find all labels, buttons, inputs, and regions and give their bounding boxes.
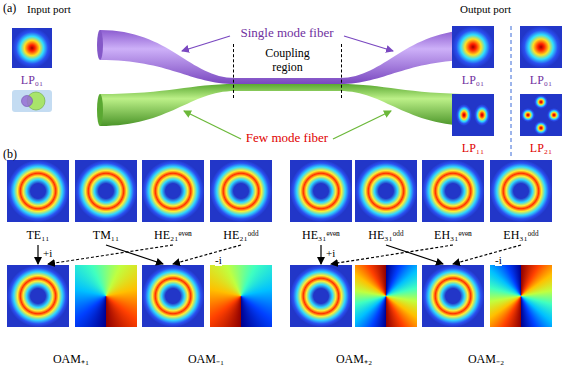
node-text: EH₃₁ᵒᵈᵈ: [503, 229, 538, 243]
panel-label: (a): [3, 2, 16, 16]
fiber-end: [97, 30, 103, 60]
mode-image: [210, 160, 272, 222]
mode-image: [452, 26, 494, 68]
connector-arrow: [331, 245, 453, 264]
connector-arrow: [37, 245, 38, 264]
node-text: HE₂₁ᵒᵈᵈ: [223, 229, 258, 243]
oam-intensity: [290, 265, 352, 327]
mode-node: HE₂₁ᵉᵛᵉⁿ: [142, 160, 204, 243]
phase-map: [210, 265, 272, 327]
port-label: Output port: [460, 3, 511, 16]
connector-arrow: [48, 245, 173, 264]
mode-image: [452, 94, 494, 136]
node-text: LP₀₁: [530, 74, 552, 88]
mode-lobe: [534, 95, 548, 109]
node-text: OAM₋₂: [468, 353, 504, 367]
node-text: HE₂₁ᵉᵛᵉⁿ: [154, 229, 192, 243]
divider-line: [511, 26, 512, 156]
mode-node: HE₃₁ᵉᵛᵉⁿ: [290, 160, 352, 243]
mode-node: LP₂₁: [520, 94, 562, 156]
oam-intensity: [422, 265, 484, 327]
mode-image: [520, 94, 562, 136]
connector-arrow: [173, 245, 241, 264]
oam-intensity: [7, 265, 69, 327]
fiber-label: Single mode fiber: [240, 26, 333, 41]
mode-image: [142, 160, 204, 222]
few-mode-fiber: [100, 84, 475, 126]
node-text: Coupling region: [256, 47, 320, 75]
connector-arrow: [386, 245, 443, 264]
mode-lobe: [474, 104, 490, 126]
mode-lobe: [456, 104, 472, 126]
edge-label: +i: [326, 248, 335, 259]
port-label: Input port: [27, 3, 71, 16]
mode-lobe: [534, 121, 548, 135]
mode-node: LP₀₁: [452, 26, 494, 88]
mode-node: LP₀₁: [12, 28, 52, 88]
mode-image: [422, 160, 484, 222]
mode-image: [75, 160, 137, 222]
panel-label: (b): [3, 148, 17, 162]
leader-arrow: [333, 111, 391, 139]
fiber-icon: [22, 96, 33, 107]
mode-node: EH₃₁ᵉᵛᵉⁿ: [422, 160, 484, 243]
mode-image: [520, 26, 562, 68]
node-text: OAM₊₁: [53, 353, 89, 367]
connector-arrow: [106, 245, 163, 264]
phase-map: [355, 265, 417, 327]
mode-image: [355, 160, 417, 222]
mode-node: LP₁₁: [452, 94, 494, 156]
mode-node: TE₁₁: [7, 160, 69, 243]
leader-arrow: [182, 36, 230, 51]
node-text: EH₃₁ᵉᵛᵉⁿ: [434, 229, 472, 243]
mode-image: [290, 160, 352, 222]
node-text: TM₁₁: [93, 229, 119, 243]
node-text: LP₀₁: [462, 74, 484, 88]
mode-node: LP₀₁: [520, 26, 562, 88]
node-text: LP₂₁: [530, 142, 552, 156]
oam-intensity: [142, 265, 204, 327]
connector-arrow: [453, 245, 521, 264]
coupling-region: Coupling region: [233, 44, 342, 98]
leader-arrow: [184, 111, 241, 139]
edge-label: +i: [43, 248, 52, 259]
mode-lobe: [547, 108, 561, 122]
mode-node: HE₃₁ᵒᵈᵈ: [355, 160, 417, 243]
mode-image: [12, 28, 52, 68]
phase-map: [490, 265, 552, 327]
mode-lobe: [521, 108, 535, 122]
oam-node: OAM₋₁: [142, 265, 270, 367]
node-text: TE₁₁: [26, 229, 49, 243]
leader-arrow: [344, 36, 393, 51]
oam-node: OAM₊₁: [7, 265, 135, 367]
node-text: OAM₊₂: [336, 353, 372, 367]
mode-image: [7, 160, 69, 222]
mode-node: HE₂₁ᵒᵈᵈ: [210, 160, 272, 243]
phase-map: [75, 265, 137, 327]
fiber-end: [97, 94, 103, 126]
node-text: LP₀₁: [21, 74, 43, 88]
mode-node: EH₃₁ᵒᵈᵈ: [490, 160, 552, 243]
oam-node: OAM₋₂: [422, 265, 550, 367]
node-text: OAM₋₁: [188, 353, 224, 367]
node-text: LP₁₁: [462, 142, 484, 156]
mode-image: [490, 160, 552, 222]
connector-arrow: [320, 245, 321, 264]
node-text: HE₃₁ᵒᵈᵈ: [368, 229, 403, 243]
fiber-icon: [12, 90, 52, 112]
node-text: HE₃₁ᵉᵛᵉⁿ: [302, 229, 340, 243]
edge-label: -i: [215, 255, 222, 266]
edge-label: -i: [495, 255, 502, 266]
mode-node: TM₁₁: [75, 160, 137, 243]
fiber-label: Few mode fiber: [246, 131, 328, 146]
oam-node: OAM₊₂: [290, 265, 418, 367]
